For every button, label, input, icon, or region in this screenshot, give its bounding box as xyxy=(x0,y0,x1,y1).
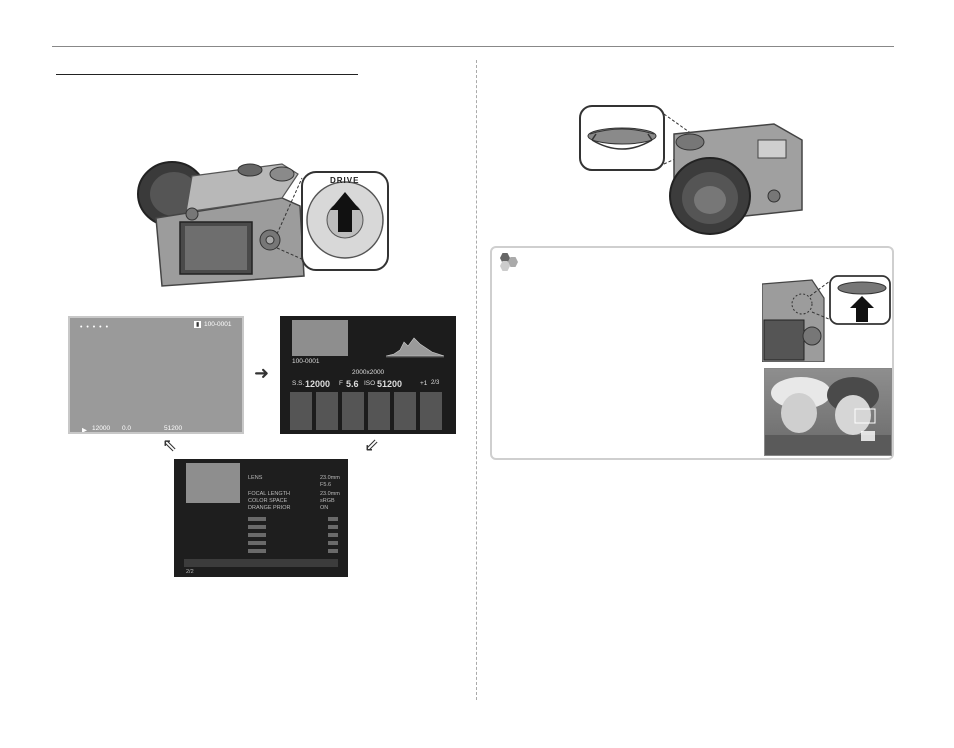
camera-front-dial-illustration xyxy=(578,104,808,236)
exposure-value: 0.0 xyxy=(122,425,132,432)
play-icon: ▶ xyxy=(82,427,87,434)
rating-dots: • • • • • xyxy=(80,324,110,331)
note-icon-secondary xyxy=(508,257,518,267)
ev-value: +1 xyxy=(420,380,428,387)
info-bars-right xyxy=(328,517,338,557)
info-bars-left xyxy=(248,517,266,557)
info-value: F5.6 xyxy=(320,482,332,488)
rear-dial-illustration xyxy=(761,274,892,363)
ss-label: S.S. xyxy=(292,380,305,387)
info-value: 23.0mm xyxy=(320,475,340,481)
thumbnail xyxy=(292,320,348,356)
page-indicator: 2/2 xyxy=(186,569,194,575)
column-divider xyxy=(476,60,477,700)
ss-value: 12000 xyxy=(305,379,331,389)
f-label: F xyxy=(339,380,343,387)
info-value: ON xyxy=(320,505,329,511)
screen-detailed-display: 100-0001 2000x2000 S.S. 12000 F 5.6 ISO … xyxy=(280,316,456,434)
note-icon-tertiary xyxy=(500,261,510,271)
info-label: COLOR SPACE xyxy=(248,498,288,504)
iso-label: ISO xyxy=(364,380,376,387)
frame-number: 100-0001 xyxy=(204,321,232,328)
screen-standard-display: • • • • • ▮ 100-0001 ▶ 12000 0.0 51200 xyxy=(68,316,244,434)
note-box xyxy=(490,246,894,460)
arrow-down-left-icon: ⇖ xyxy=(162,435,178,455)
info-bottom-bar xyxy=(184,559,338,567)
frame-number-icon: ▮ xyxy=(194,321,202,328)
info-value: 23.0mm xyxy=(320,491,340,497)
frame-number: 100-0001 xyxy=(292,358,320,365)
camera-back-drive-illustration: DRIVE xyxy=(132,158,390,288)
section-heading-underline xyxy=(56,74,358,75)
histogram xyxy=(386,337,444,358)
info-label: FOCAL LENGTH xyxy=(248,491,290,497)
image-size: 2000x2000 xyxy=(352,369,385,376)
ev-fraction: 2/3 xyxy=(431,380,440,386)
photo-example xyxy=(764,368,892,456)
drive-label: DRIVE xyxy=(330,176,360,185)
settings-grid xyxy=(290,392,446,430)
iso-value: 51200 xyxy=(164,425,183,432)
info-value: sRGB xyxy=(320,498,335,504)
note-icon xyxy=(500,253,510,263)
iso-value: 51200 xyxy=(377,379,403,389)
arrow-down-right-icon: ⇙ xyxy=(364,435,380,455)
f-value: 5.6 xyxy=(346,379,359,389)
screen-info-display: LENS FOCAL LENGTH COLOR SPACE DRANGE PRI… xyxy=(174,459,348,577)
arrow-right-icon: ➜ xyxy=(254,363,270,383)
top-rule xyxy=(52,46,894,47)
info-label: DRANGE PRIOR xyxy=(248,505,291,511)
thumbnail xyxy=(186,463,240,503)
shutter-speed: 12000 xyxy=(92,425,111,432)
info-label: LENS xyxy=(248,475,263,481)
